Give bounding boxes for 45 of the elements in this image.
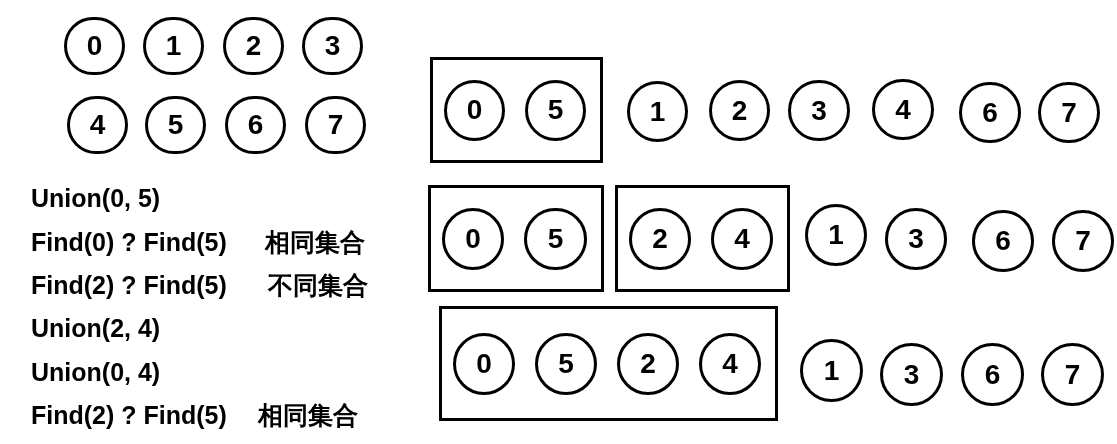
operation-text: Union(2, 4) [31,313,161,343]
node-number: 0 [466,96,483,124]
node-number: 6 [984,360,1001,389]
set-box [439,306,778,421]
operation-text: 不同集合 [268,270,368,300]
node-number: 7 [327,111,344,139]
operation-text: 相同集合 [265,227,365,257]
operation-text: 相同集合 [258,400,358,430]
node-number: 4 [722,349,738,378]
node-number: 3 [324,32,341,60]
node-number: 0 [86,32,103,60]
node-number: 5 [167,111,184,139]
node-number: 3 [903,360,920,389]
operation-text: Find(2) ? Find(5) [31,400,227,430]
node-number: 5 [547,224,564,253]
node-number: 1 [823,356,840,385]
node-number: 3 [811,96,827,125]
set-box [615,185,790,292]
node-number: 3 [908,225,924,253]
node-number: 4 [89,111,106,139]
operation-text: Union(0, 5) [31,183,161,213]
node-number: 1 [828,221,844,249]
node-number: 6 [247,111,264,139]
node-number: 5 [558,349,574,378]
node-number: 4 [895,95,911,124]
operation-text: Find(2) ? Find(5) [31,270,227,300]
node-number: 4 [734,224,750,253]
set-box [430,57,603,163]
node-number: 5 [547,96,564,124]
node-number: 0 [465,224,481,253]
node-number: 7 [1061,98,1077,127]
node-number: 1 [165,32,182,60]
node-number: 2 [640,349,656,378]
node-number: 1 [649,97,666,126]
operation-text: Find(0) ? Find(5) [31,227,227,257]
node-number: 2 [652,224,668,253]
node-number: 2 [731,96,748,125]
node-number: 6 [982,98,998,127]
node-number: 7 [1064,360,1081,389]
node-number: 0 [476,349,492,378]
node-number: 2 [245,32,262,60]
node-number: 7 [1075,227,1091,255]
node-number: 6 [995,227,1011,255]
set-box [428,185,604,292]
operation-text: Union(0, 4) [31,357,161,387]
